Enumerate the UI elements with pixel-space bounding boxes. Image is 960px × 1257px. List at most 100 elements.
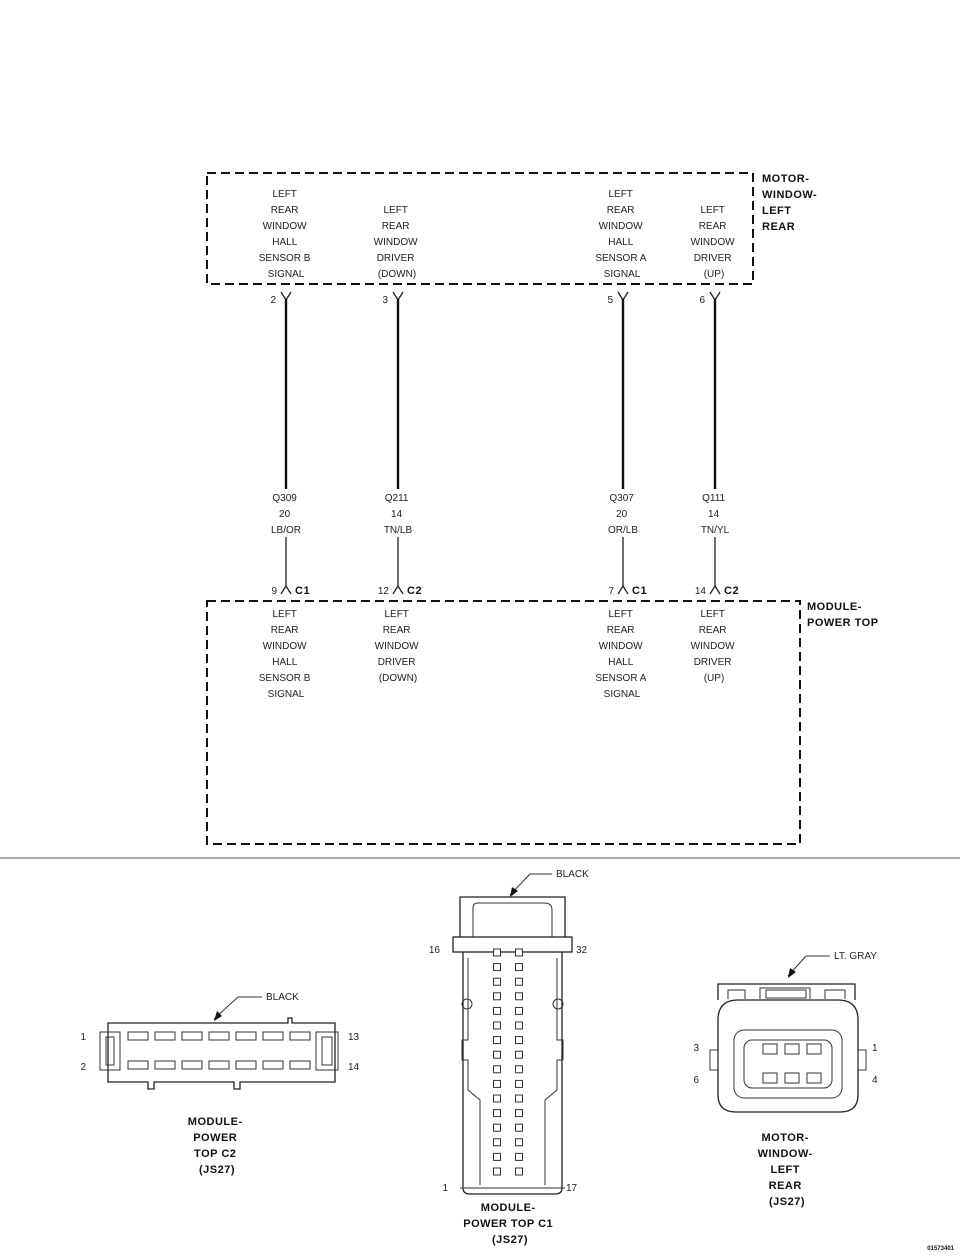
motor-component-box [206, 172, 754, 285]
motor-conn-pin-4-label: 4 [872, 1075, 878, 1086]
c2-leader-arrow-icon [214, 1011, 222, 1021]
module-pin-9-number: 9 [271, 586, 277, 597]
motor-component-label: MOTOR- WINDOW- LEFT REAR [762, 173, 821, 233]
c1-cavity [493, 1006, 501, 1015]
c1-pin-17-label: 17 [566, 1183, 578, 1194]
motor-conn-right-tab [857, 1049, 867, 1071]
c1-cavity [515, 1152, 523, 1161]
c1-cavity [515, 977, 523, 986]
wire-q111-label: Q111 14 TN/YL [701, 493, 730, 536]
c1-top-cap-inner [472, 902, 553, 937]
module-terminal-14-icon [709, 584, 721, 595]
c1-top-cap [459, 896, 566, 937]
c1-cavity [493, 1152, 501, 1161]
c2-pin-13-label: 13 [348, 1032, 360, 1043]
motor-conn-top-detail [727, 987, 846, 999]
motor-conn-pin-6-label: 6 [693, 1075, 699, 1086]
c2-cavities [127, 1031, 311, 1070]
c1-cavity [493, 1079, 501, 1088]
module-pin-14-description: LEFT REAR WINDOW DRIVER (UP) [691, 609, 738, 684]
c2-left-latch-inner [105, 1036, 115, 1066]
motor-conn-color-leader [787, 955, 830, 977]
c1-cavity [515, 1006, 523, 1015]
c1-cavity [515, 1021, 523, 1030]
c1-right-hole [552, 998, 564, 1010]
c1-cavity [493, 992, 501, 1001]
module-terminal-12-icon [392, 584, 404, 595]
module-pin-12-connector: C2 [407, 585, 422, 597]
motor-terminal-3-icon [392, 291, 404, 302]
module-terminal-7-icon [617, 584, 629, 595]
module-pin-12-number: 12 [378, 586, 390, 597]
module-component-label: MODULE- POWER TOP [807, 601, 879, 629]
motor-conn-caption: MOTOR- WINDOW- LEFT REAR (JS27) [758, 1132, 817, 1208]
motor-conn-cavities [762, 1043, 822, 1084]
module-pin-7-description: LEFT REAR WINDOW HALL SENSOR A SIGNAL [595, 609, 648, 700]
motor-conn-inner [733, 1029, 843, 1099]
c1-left-rail [461, 958, 481, 1185]
c1-cavity [493, 1094, 501, 1103]
motor-conn-top-ribs [717, 983, 856, 1000]
motor-terminal-5-icon [617, 291, 629, 302]
c1-left-hole [461, 998, 473, 1010]
c2-caption: MODULE- POWER TOP C2 (JS27) [188, 1116, 246, 1176]
motor-pin-5-description: LEFT REAR WINDOW HALL SENSOR A SIGNAL [595, 189, 648, 280]
c1-collar [452, 936, 573, 953]
wire-q307-label: Q307 20 OR/LB [608, 493, 638, 536]
connector-view-c1: BLACK 16 32 1 17 MODULE- POWER TOP C1 (J… [429, 869, 589, 1246]
c1-leader-arrow-icon [510, 887, 518, 897]
motor-conn-latch [765, 989, 807, 999]
c1-cavity [515, 1050, 523, 1059]
motor-conn-face [743, 1039, 833, 1089]
motor-pin-2-description: LEFT REAR WINDOW HALL SENSOR B SIGNAL [259, 189, 313, 280]
c1-cavity [515, 1123, 523, 1132]
connector-view-motor: LT. GRAY 3 6 1 4 MOTOR- WINDOW- LEFT REA… [693, 951, 878, 1208]
c1-cavity [493, 1138, 501, 1147]
motor-pin-6-description: LEFT REAR WINDOW DRIVER (UP) [691, 205, 738, 280]
c2-pin-1-label: 1 [80, 1032, 86, 1043]
c1-cavity [493, 1036, 501, 1045]
c1-cavity [515, 948, 523, 957]
c2-pin-14-label: 14 [348, 1062, 360, 1073]
c2-right-latch [315, 1031, 339, 1071]
c2-left-latch [99, 1031, 121, 1071]
c1-pin-32-label: 32 [576, 945, 588, 956]
wire-q211-label: Q211 14 TN/LB [384, 493, 413, 536]
c1-cavity [493, 948, 501, 957]
c1-cavity [515, 1036, 523, 1045]
c1-cavity [515, 1138, 523, 1147]
module-component-box [206, 600, 801, 845]
motor-pin-3-description: LEFT REAR WINDOW DRIVER (DOWN) [374, 205, 421, 280]
wire-q309-label: Q309 20 LB/OR [271, 493, 301, 536]
c1-body [462, 952, 563, 1195]
c1-color-leader [509, 873, 552, 896]
module-pin-7-number: 7 [608, 586, 614, 597]
motor-conn-left-tab [709, 1049, 719, 1071]
c1-cavity [493, 963, 501, 972]
motor-pin-5-number: 5 [607, 295, 613, 306]
c1-cavity [515, 1167, 523, 1176]
c1-cavity [493, 1065, 501, 1074]
c1-caption: MODULE- POWER TOP C1 (JS27) [463, 1202, 557, 1246]
motor-conn-pin-1-label: 1 [872, 1043, 878, 1054]
module-pin-9-description: LEFT REAR WINDOW HALL SENSOR B SIGNAL [259, 609, 313, 700]
c1-cavity [515, 1094, 523, 1103]
c2-color-leader [213, 996, 262, 1020]
c1-cavity [493, 977, 501, 986]
motor-terminal-2-icon [280, 291, 292, 302]
c1-color-label: BLACK [556, 869, 589, 880]
c1-pin-16-label: 16 [429, 945, 441, 956]
c1-right-rail [544, 958, 564, 1185]
module-pin-14-number: 14 [695, 586, 707, 597]
module-terminal-9-icon [280, 584, 292, 595]
c1-cavity [493, 1050, 501, 1059]
connector-view-c2: BLACK 1 2 13 14 MODULE- POWER TOP C2 (JS… [80, 992, 359, 1176]
motor-terminal-6-icon [709, 291, 721, 302]
c2-color-label: BLACK [266, 992, 299, 1003]
c1-cavity [493, 1123, 501, 1132]
c1-cavity [493, 1167, 501, 1176]
motor-pin-6-number: 6 [699, 295, 705, 306]
motor-conn-outer [717, 999, 859, 1113]
module-pin-12-description: LEFT REAR WINDOW DRIVER (DOWN) [375, 609, 422, 684]
